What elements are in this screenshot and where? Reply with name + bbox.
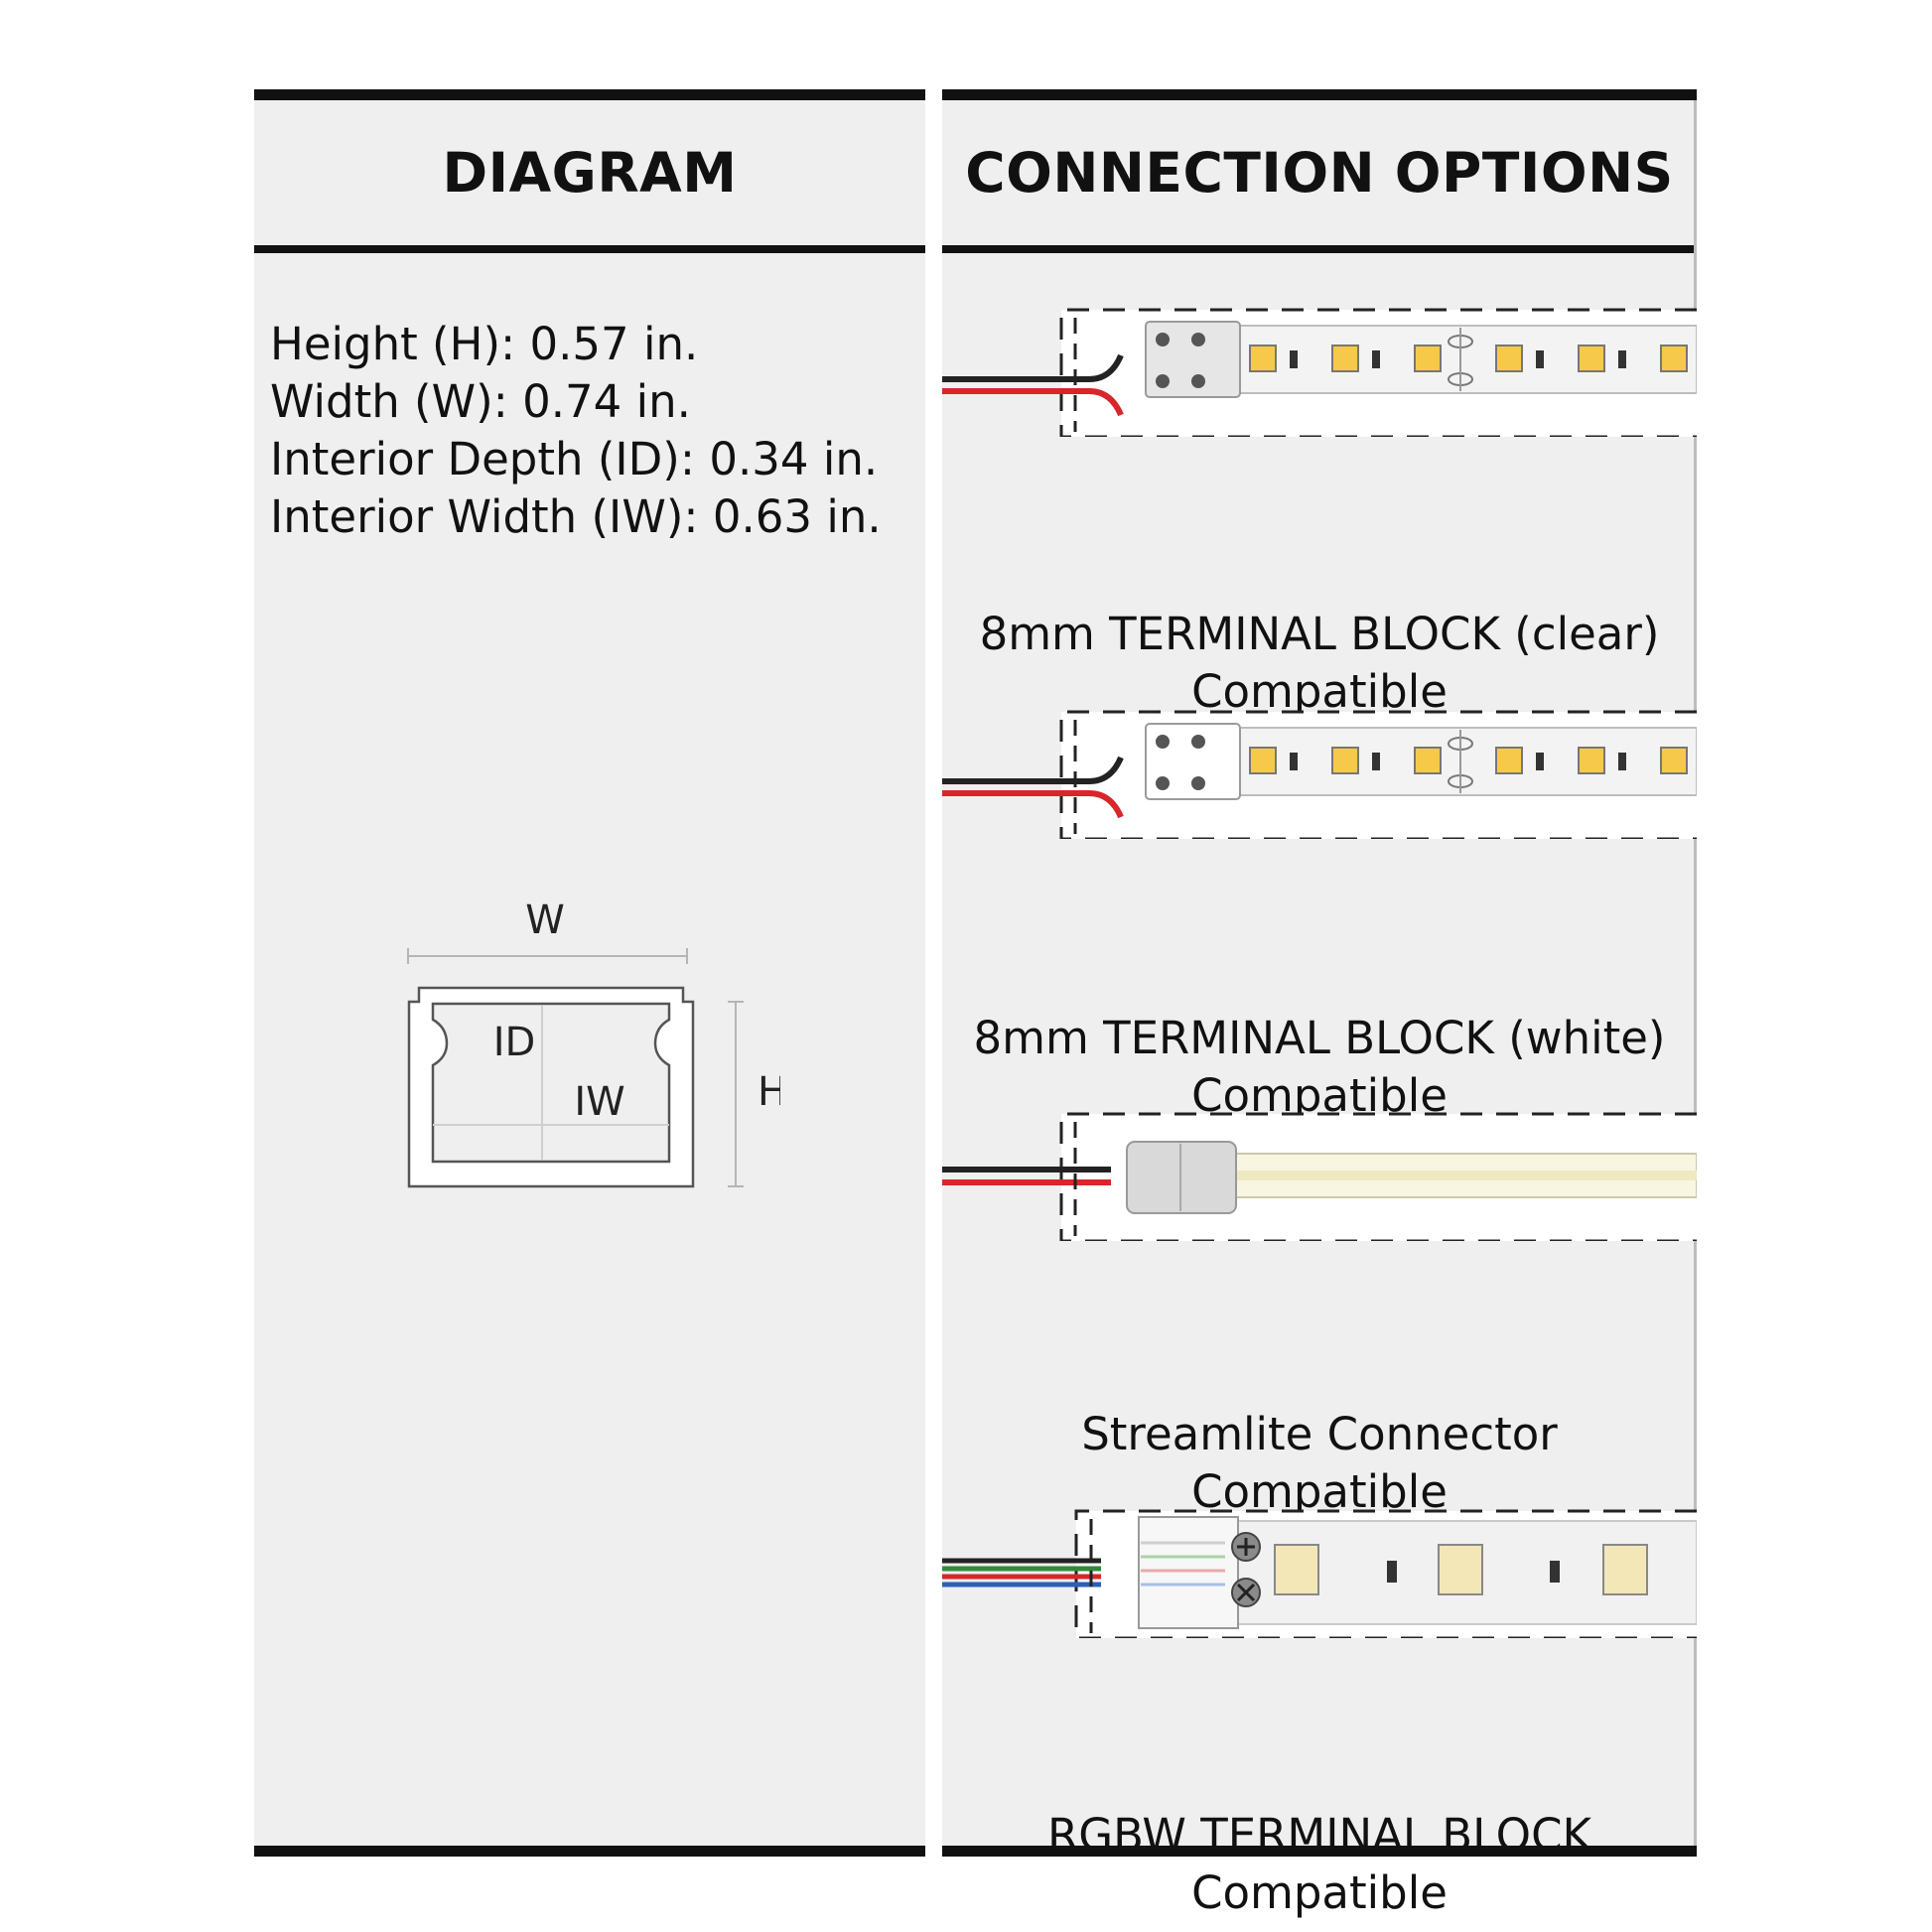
screw-icon [1191, 735, 1205, 749]
cross-screw-slot [1236, 1583, 1256, 1602]
screw-icon [1156, 776, 1170, 790]
connection-option-streamlite: Streamlite Connector Compatible [942, 1102, 1697, 1518]
option-label: 8mm TERMINAL BLOCK (white) Compatible [942, 1010, 1697, 1125]
led-chip [1495, 345, 1523, 372]
connection-option-white-terminal: 8mm TERMINAL BLOCK (white) Compatible [942, 700, 1697, 1122]
connection-option-rgbw-terminal: RGBW TERMINAL BLOCK Compatible [942, 1499, 1697, 1919]
led-chips [1249, 328, 1688, 391]
dimension-specs: Height (H): 0.57 in. Width (W): 0.74 in.… [270, 316, 882, 546]
spec-interior-depth: Interior Depth (ID): 0.34 in. [270, 433, 879, 485]
resistor [1290, 753, 1298, 770]
option-name: 8mm TERMINAL BLOCK (white) [973, 1012, 1666, 1064]
option-name: 8mm TERMINAL BLOCK (clear) [979, 608, 1660, 660]
wire-black-bend [1088, 756, 1124, 784]
label-id: ID [493, 1020, 536, 1065]
dashed-frame [1059, 308, 1697, 437]
header-rule [254, 245, 925, 253]
option-label: 8mm TERMINAL BLOCK (clear) Compatible [942, 606, 1697, 721]
led-chip [1660, 747, 1688, 774]
rgbw-led-chips [1274, 1544, 1648, 1595]
screw-icon [1156, 735, 1170, 749]
resistor [1290, 350, 1298, 368]
wire-red-bend [1088, 388, 1124, 417]
label-w: W [525, 897, 565, 943]
option-note: Compatible [1191, 665, 1448, 718]
rgbw-terminal-block-illustration [942, 1509, 1697, 1638]
spec-interior-width: Interior Width (IW): 0.63 in. [270, 490, 882, 543]
led-chip [1495, 747, 1523, 774]
led-chips [1249, 730, 1688, 793]
rgbw-led-chip [1274, 1544, 1319, 1595]
spec-width: Width (W): 0.74 in. [270, 375, 691, 428]
channel-profile-drawing: W ID IW H [407, 897, 780, 1188]
top-rule [254, 89, 925, 100]
white-terminal-block-illustration [942, 710, 1697, 839]
diagram-panel: DIAGRAM Height (H): 0.57 in. Width (W): … [254, 89, 925, 1857]
screw-icon [1156, 333, 1170, 346]
led-chip [1331, 747, 1359, 774]
resistor [1536, 350, 1544, 368]
dashed-frame [1059, 710, 1697, 839]
led-chip [1414, 747, 1442, 774]
resistor [1372, 350, 1380, 368]
resistor [1536, 753, 1544, 770]
streamlite-connector-illustration [942, 1112, 1697, 1241]
resistor [1387, 1561, 1397, 1583]
rgbw-led-chip [1438, 1544, 1483, 1595]
led-chip [1331, 345, 1359, 372]
option-name: Streamlite Connector [1081, 1408, 1558, 1460]
resistor [1618, 350, 1626, 368]
header-rule [942, 245, 1697, 253]
option-note: Compatible [1191, 1465, 1448, 1518]
screw-icon [1156, 374, 1170, 388]
panel-right-edge [1694, 100, 1697, 1846]
resistor [1618, 753, 1626, 770]
led-chip [1660, 345, 1688, 372]
top-rule [942, 89, 1697, 100]
rgbw-led-chip [1602, 1544, 1648, 1595]
screw-icon [1191, 333, 1205, 346]
screw-icon [1191, 374, 1205, 388]
label-iw: IW [574, 1079, 624, 1125]
label-h: H [758, 1069, 780, 1115]
bottom-rule [254, 1846, 925, 1857]
screw-icon [1191, 776, 1205, 790]
wire-black-bend [1088, 353, 1124, 382]
resistor [1550, 1561, 1560, 1583]
led-chip [1414, 345, 1442, 372]
connection-options-panel: CONNECTION OPTIONS [942, 89, 1697, 1919]
wire-red-bend [1088, 790, 1124, 819]
option-label: RGBW TERMINAL BLOCK Compatible [942, 1807, 1697, 1922]
bottom-rule [942, 1846, 1697, 1857]
led-chip [1249, 345, 1277, 372]
dashed-frame [1059, 1112, 1697, 1241]
option-label: Streamlite Connector Compatible [942, 1406, 1697, 1521]
spec-height: Height (H): 0.57 in. [270, 318, 699, 370]
led-chip [1578, 345, 1605, 372]
led-chip [1249, 747, 1277, 774]
connection-options-header: CONNECTION OPTIONS [965, 141, 1674, 205]
diagram-header: DIAGRAM [442, 141, 738, 205]
channel-inner-guide [415, 992, 675, 1159]
channel-profile [407, 986, 695, 1188]
clear-terminal-block-illustration [942, 308, 1697, 437]
connection-option-clear-terminal: 8mm TERMINAL BLOCK (clear) Compatible [942, 298, 1697, 718]
option-note: Compatible [1191, 1866, 1448, 1919]
led-chip [1578, 747, 1605, 774]
resistor [1372, 753, 1380, 770]
rgbw-terminal-block [1138, 1516, 1239, 1629]
